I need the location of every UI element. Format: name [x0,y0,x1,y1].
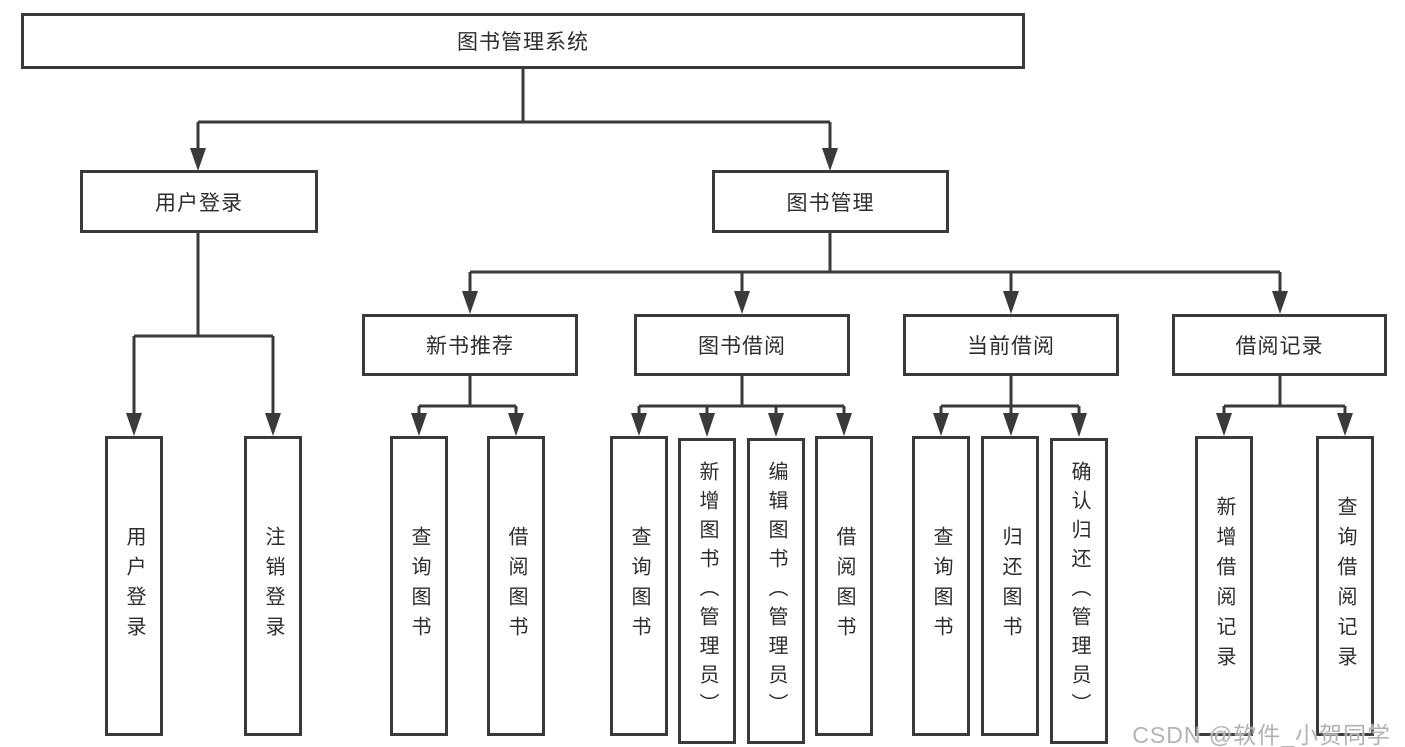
node-label: 当前借阅 [967,335,1055,358]
node-label: 查询借阅记录 [1334,496,1356,676]
leaf-logout: 注销登录 [244,436,302,736]
node-label: 归还图书 [999,526,1021,646]
connector-newbook-to-leaves [417,376,518,416]
leaf-query-books-borrow: 查询图书 [610,436,668,736]
arrowhead [933,413,949,436]
leaf-borrow-books-recommend: 借阅图书 [487,436,545,736]
arrowhead [508,413,524,436]
node-borrowing-records: 借阅记录 [1172,314,1387,376]
leaf-borrow-books: 借阅图书 [815,436,873,736]
arrowhead [768,413,784,437]
arrowhead [699,413,715,437]
leaf-return-books: 归还图书 [981,436,1039,736]
leaf-edit-books-admin: 编辑图书（管理员） [747,438,805,744]
leaf-confirm-return-admin: 确认归还（管理员） [1050,438,1108,744]
leaf-user-login: 用户登录 [105,436,163,736]
arrowhead [1071,413,1087,437]
node-label: 新增借阅记录 [1213,496,1235,676]
leaf-query-borrow-record: 查询借阅记录 [1316,436,1374,736]
connector-records-to-leaves [1222,376,1347,416]
node-label: 借阅图书 [833,526,855,646]
leaf-add-borrow-record: 新增借阅记录 [1195,436,1253,736]
connector-root-to-level2 [196,69,832,152]
node-book-management: 图书管理 [712,170,949,233]
node-label: 新书推荐 [426,335,514,358]
node-label: 确认归还（管理员） [1068,460,1090,722]
arrowhead [126,413,142,436]
node-label: 借阅图书 [505,526,527,646]
node-label: 借阅记录 [1235,335,1324,358]
node-label: 用户登录 [123,526,145,646]
node-label: 查询图书 [930,526,952,646]
leaf-add-books-admin: 新增图书（管理员） [678,438,736,744]
arrowhead [734,291,750,314]
arrowhead [631,413,647,436]
connector-current-to-leaves [939,376,1081,416]
node-label: 用户登录 [155,191,243,215]
node-label: 注销登录 [262,526,284,646]
node-current-borrowing: 当前借阅 [903,314,1119,376]
arrowhead [1216,413,1232,436]
node-label: 图书管理 [786,191,875,215]
node-label: 新增图书（管理员） [696,460,718,722]
arrowhead [1272,291,1288,314]
node-label: 编辑图书（管理员） [765,460,787,722]
arrowhead [462,291,478,314]
arrowhead [411,413,427,436]
arrowhead [190,148,206,171]
node-label: 查询图书 [408,526,430,646]
csdn-watermark: CSDN @软件_小贺同学 [1132,722,1391,747]
node-label: 查询图书 [628,526,650,646]
arrowhead [836,413,852,436]
leaf-query-books-recommend: 查询图书 [390,436,448,736]
node-user-login: 用户登录 [80,170,318,233]
arrowhead [1003,413,1019,436]
arrowhead [1003,291,1019,314]
arrowhead [822,148,838,171]
node-book-borrowing: 图书借阅 [634,314,850,376]
connector-borrow-to-leaves [637,376,846,416]
connector-userlogin-to-leaves [132,233,275,416]
node-root-system: 图书管理系统 [21,13,1025,69]
node-new-book-recommend: 新书推荐 [362,314,578,376]
node-label: 图书管理系统 [457,31,589,54]
connector-bookmgmt-to-level3 [468,233,1282,294]
node-label: 图书借阅 [698,335,786,358]
leaf-query-books-current: 查询图书 [912,436,970,736]
arrowhead [265,413,281,436]
arrowhead [1337,413,1353,436]
